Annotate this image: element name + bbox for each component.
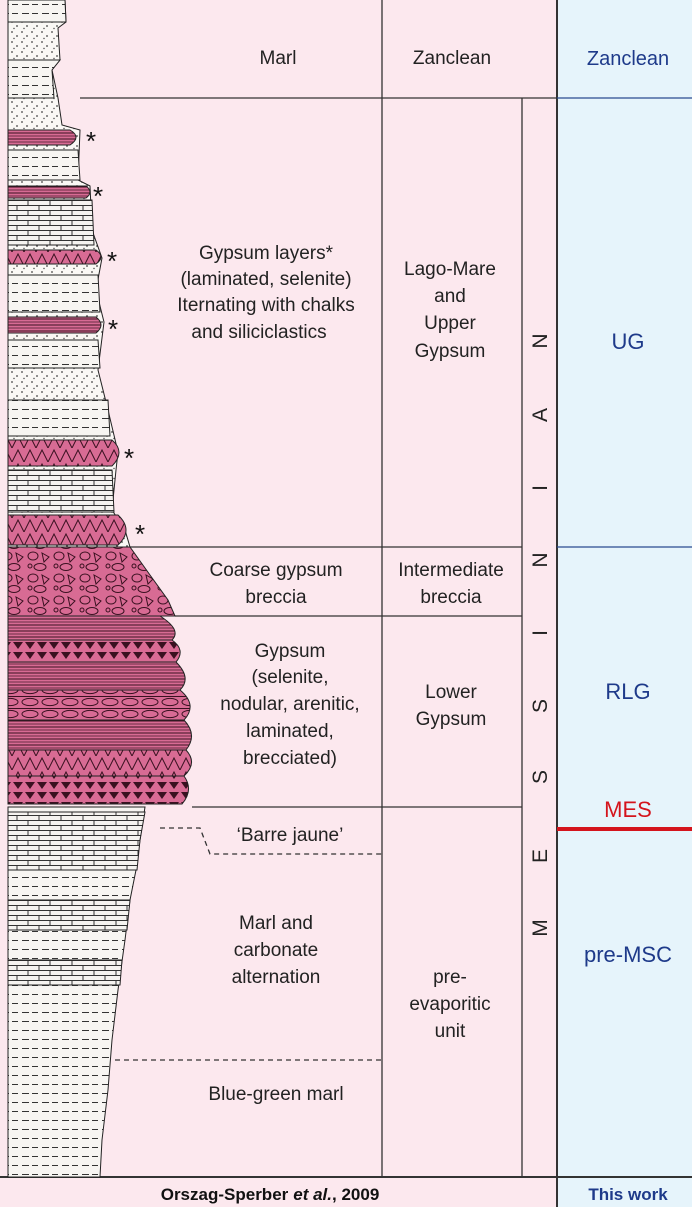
coarse-breccia-line-1: Coarse gypsum [209,560,342,581]
intermediate-line-1: Intermediate [398,560,504,581]
marker-1: * [86,126,96,156]
gypsum-line-2: (selenite, [251,667,328,688]
stage-letter-3: I [529,485,552,491]
lago-mare-line-1: Lago-Mare [404,259,496,280]
citation-authors: Orszag-Sperber [161,1185,289,1204]
this-work-pre-msc: pre-MSC [584,942,672,967]
marker-3: * [107,246,117,276]
lago-mare-line-2: and [434,286,466,307]
citation-year: , 2009 [332,1185,379,1204]
marker-6: * [135,519,145,549]
gypsum-line-3: nodular, arenitic, [220,694,359,715]
stage-letter-9: M [529,919,552,937]
gypsum-layers-line-1: Gypsum layers* [199,243,334,264]
gypsum-layers-line-3: Iternating with chalks [177,295,354,316]
gypsum-line-5: brecciated) [243,748,337,769]
blue-panel [557,0,692,1207]
marl-carbonate-line-1: Marl and [239,913,313,934]
intermediate-line-2: breccia [420,587,482,608]
stage-letter-1: N [529,333,552,348]
this-work-mes: MES [604,797,652,822]
lower-gypsum-line-2: Gypsum [416,709,487,730]
marl-label: Marl [260,48,297,69]
blue-green-marl-label: Blue-green marl [208,1084,343,1105]
this-work-rlg: RLG [605,679,650,704]
barre-jaune-label: ‘Barre jaune’ [237,825,344,846]
stage-letter-6: S [529,699,552,713]
unit-zanclean: Zanclean [413,48,491,69]
stage-letter-5: I [529,630,552,636]
stage-letter-4: N [529,552,552,567]
gypsum-layers-line-2: (laminated, selenite) [180,269,351,290]
marker-2: * [93,181,103,211]
coarse-breccia-line-2: breccia [245,587,307,608]
pre-evaporitic-line-3: unit [435,1021,466,1042]
marl-carbonate-line-3: alternation [232,967,321,988]
marker-4: * [108,314,118,344]
gypsum-line-1: Gypsum [255,641,326,662]
gypsum-layers-line-4: and siliciclastics [191,322,326,343]
citation-etal: et al. [293,1185,332,1204]
marl-carbonate-line-2: carbonate [234,940,319,961]
footer-this-work: This work [588,1185,668,1204]
marker-5: * [124,443,134,473]
stage-letter-8: E [529,849,552,863]
stage-letter-7: S [529,770,552,784]
pre-evaporitic-line-2: evaporitic [409,994,490,1015]
this-work-zanclean: Zanclean [587,48,669,70]
pre-evaporitic-line-1: pre- [433,967,467,988]
stage-letter-2: A [529,408,552,422]
gypsum-line-4: laminated, [246,721,334,742]
lago-mare-line-4: Gypsum [415,341,486,362]
lower-gypsum-line-1: Lower [425,682,477,703]
this-work-ug: UG [612,329,645,354]
lago-mare-line-3: Upper [424,313,476,334]
